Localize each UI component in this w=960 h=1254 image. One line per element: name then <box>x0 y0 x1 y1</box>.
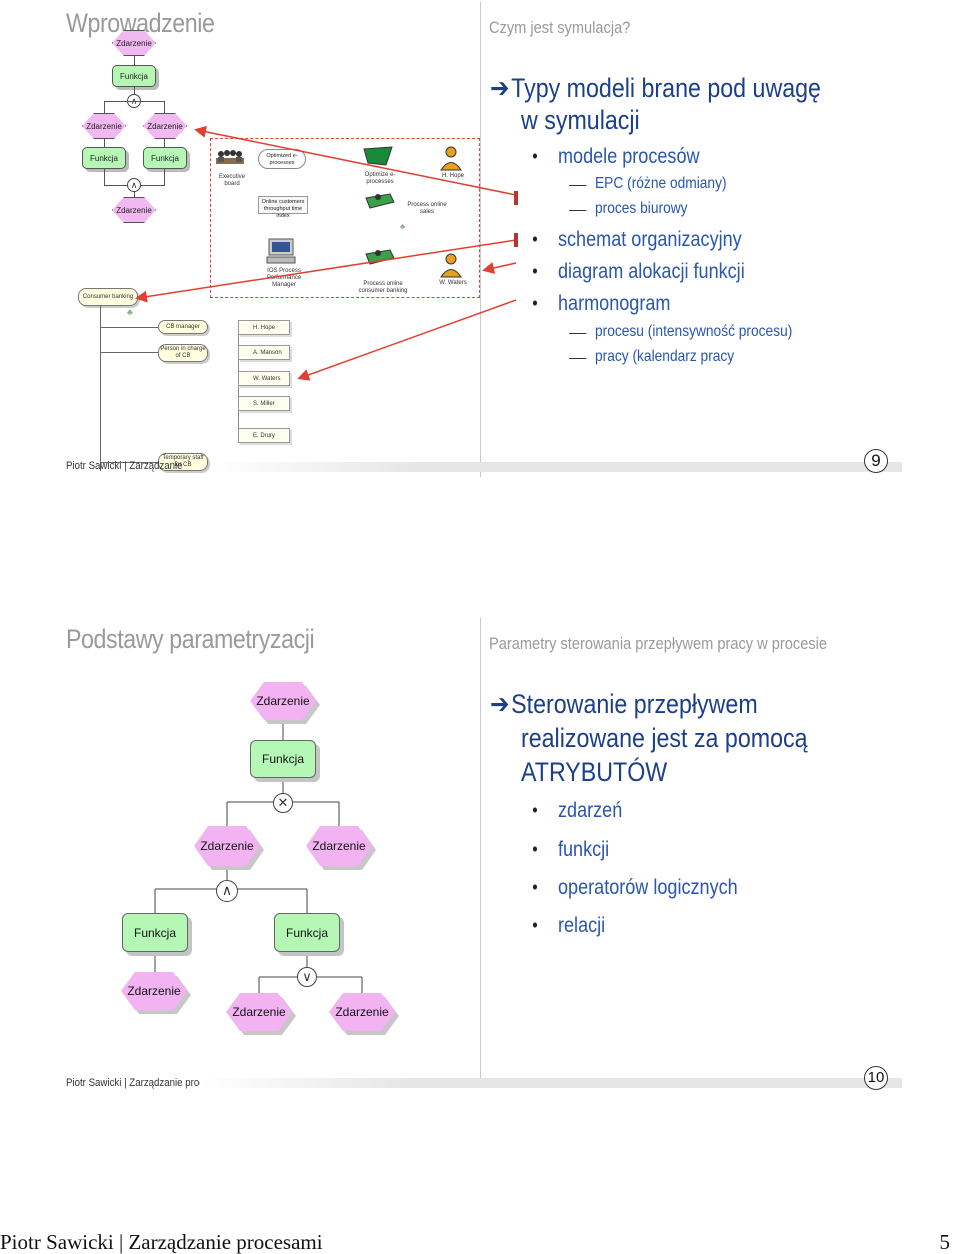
org-unit-cb-manager: CB manager <box>158 320 208 334</box>
org-line <box>100 327 158 328</box>
process-online-consumer-label: Process online consumer banking <box>358 281 408 294</box>
person-box: E. Drury <box>238 428 290 443</box>
event-bottom-left: Zdarzenie <box>121 972 187 1010</box>
function: Funkcja <box>112 65 156 87</box>
xor-operator-icon: ✕ <box>273 793 293 813</box>
connector <box>134 87 135 94</box>
slide-title: Podstawy parametryzacji <box>66 624 315 654</box>
org-unit-temporary-staff: Temporary staff for CB <box>158 453 208 471</box>
ios-manager-label: IOS Process Performance Manager <box>266 268 302 288</box>
slide-page-number: 10 <box>864 1066 888 1090</box>
person-icon <box>438 252 464 278</box>
tree-icon: ♣ <box>400 222 406 231</box>
event-bottom-right: Zdarzenie <box>329 993 395 1031</box>
sub-bullet-item: EPC (różne odmiany) <box>569 175 727 192</box>
footer-bar <box>200 1078 902 1088</box>
sub-bullet-item: pracy (kalendarz pracy <box>569 348 735 365</box>
event-bottom-mid: Zdarzenie <box>226 993 292 1031</box>
tree-icon: ♣ <box>127 307 133 317</box>
and-operator-icon: ∧ <box>216 880 238 902</box>
function: Funkcja <box>143 147 187 169</box>
org-unit-person-in-charge: Person in charge of CB <box>158 344 208 362</box>
slide-heading-line2: realizowane jest za pomocą <box>521 723 808 753</box>
slide-subtitle: Parametry sterowania przepływem pracy w … <box>489 634 828 653</box>
footer-bar <box>210 462 902 472</box>
person-box: S. Miller <box>238 396 290 411</box>
optimized-eprocesses-oval: Optimized e-processes <box>258 149 306 169</box>
bullet-item: diagram alokacji funkcji <box>532 260 745 284</box>
divider <box>480 618 481 1088</box>
bullet-item: operatorów logicznych <box>532 876 737 900</box>
org-line <box>100 352 158 353</box>
connector <box>164 169 165 185</box>
connector <box>164 101 165 113</box>
arrow-icon: ➔ <box>490 73 510 103</box>
slide-subtitle: Czym jest symulacja? <box>489 18 631 37</box>
bullet-item: relacji <box>532 914 605 938</box>
event-left: Zdarzenie <box>194 826 260 866</box>
bullet-item: zdarzeń <box>532 799 622 823</box>
bullet-item: harmonogram <box>532 292 670 316</box>
and-operator-icon: ∧ <box>127 178 141 192</box>
bullet-item: funkcji <box>532 838 609 862</box>
computer-icon <box>266 238 296 264</box>
executive-board-icon <box>214 148 246 168</box>
slide-heading-line2: w symulacji <box>521 105 640 135</box>
slide-heading: ➔Sterowanie przepływem <box>490 689 758 719</box>
page-number: 5 <box>939 1230 951 1254</box>
function-right: Funkcja <box>274 913 340 952</box>
page-footer: Piotr Sawicki | Zarządzanie procesami <box>0 1230 323 1254</box>
h-hope-label: H. Hope <box>441 173 464 179</box>
org-unit-consumer-banking: Consumer banking <box>78 288 138 306</box>
divider <box>480 2 481 477</box>
person-box: H. Hope <box>238 320 290 335</box>
function-top: Funkcja <box>250 740 316 778</box>
connector <box>164 139 165 147</box>
connector <box>104 101 105 113</box>
allocation-diagram-frame <box>210 138 480 298</box>
sub-bullet-item: proces biurowy <box>569 200 688 217</box>
epc-connectors <box>154 720 363 993</box>
function-left: Funkcja <box>122 913 188 952</box>
or-operator-icon: ∨ <box>297 967 317 987</box>
process-online-sales-label: Process online sales <box>407 202 447 215</box>
org-line <box>100 306 101 471</box>
function: Funkcja <box>82 147 126 169</box>
executive-board-label: Executive board <box>218 174 245 187</box>
arrow-icon: ➔ <box>490 689 510 719</box>
optimize-board-icon <box>362 145 396 167</box>
w-waters-label: W. Waters <box>439 280 467 286</box>
slide-heading: ➔Typy modeli brane pod uwagę <box>490 73 821 103</box>
connector <box>134 192 135 197</box>
connector <box>134 56 135 66</box>
pointer-arrows <box>135 125 518 381</box>
org-line <box>100 462 158 463</box>
event-top: Zdarzenie <box>250 682 316 720</box>
slide-footer: Piotr Sawicki | Zarządzanie procesami <box>66 1077 230 1089</box>
sub-bullet-item: procesu (intensywność procesu) <box>569 323 793 340</box>
connector <box>104 101 164 102</box>
connector <box>104 139 105 147</box>
person-box: A. Manson <box>238 345 290 360</box>
connector <box>104 169 105 185</box>
bullet-item: schemat organizacyjny <box>532 228 741 252</box>
optimize-eprocesses-label: Optimize e-processes <box>364 172 396 185</box>
person-box: W. Waters <box>238 371 290 386</box>
event-right: Zdarzenie <box>306 826 372 866</box>
online-customers-box: Online customers throughput time index <box>258 196 308 219</box>
person-icon <box>438 145 464 171</box>
workstation-icon <box>362 190 396 212</box>
slide-heading-line3: ATRYBUTÓW <box>521 757 668 787</box>
bullet-item: modele procesów <box>532 145 699 169</box>
slide-footer: Piotr Sawicki | Zarządzanie <box>66 460 183 472</box>
slide-page-number: 9 <box>864 449 888 473</box>
